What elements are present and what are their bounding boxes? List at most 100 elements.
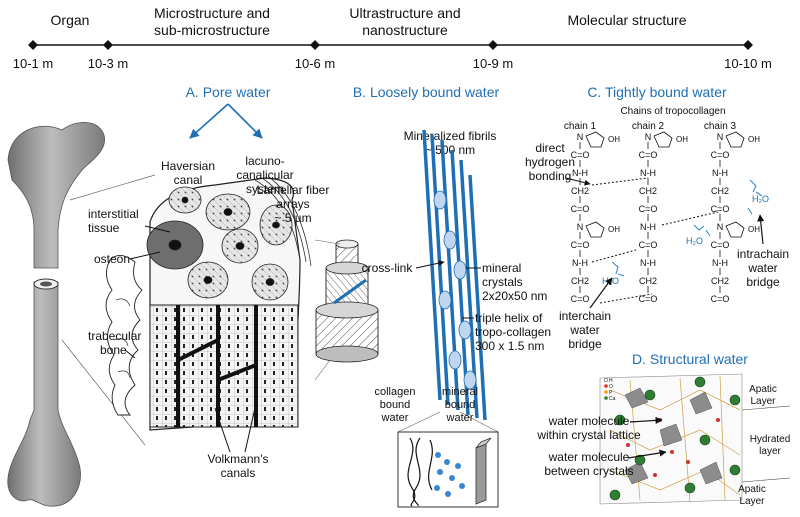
chem-group: N: [717, 132, 724, 142]
section-a-title: A. Pore water: [186, 84, 271, 100]
tick-2: 10-3 m: [88, 56, 128, 71]
label-haversian-2: canal: [174, 173, 203, 187]
label-collagen-bound-1: collagen: [375, 386, 416, 398]
hydroxyl-group: OH: [748, 225, 760, 234]
label-lamellar-3: ~ 5 µm: [274, 211, 311, 225]
label-chains-title: Chains of tropocollagen: [620, 106, 725, 117]
chem-group: C=O: [711, 204, 730, 214]
level-ultra-line1: Ultrastructure and: [349, 5, 460, 21]
label-hydrated-2: layer: [759, 446, 781, 457]
chem-group: C=O: [639, 204, 658, 214]
label-mineral-crystals-2: crystals: [482, 275, 523, 289]
label-triple-helix-2: tropo-collagen: [475, 325, 551, 339]
tick-5: 10-10 m: [724, 56, 772, 71]
proline-ring: [653, 131, 673, 148]
lamellar-cylinder: Lamellar fiber arrays ~ 5 µm: [257, 183, 379, 381]
section-b-loosely-bound-water: B. Loosely bound water Mineralized fibri…: [353, 84, 551, 508]
label-interchain-2: water: [569, 323, 599, 337]
chem-group: C=O: [571, 294, 590, 304]
chem-group: C=O: [571, 150, 590, 160]
scale-node-4: [488, 40, 498, 50]
label-lattice-1: water molecule: [548, 414, 630, 428]
section-c-tightly-bound-water: C. Tightly bound water Chains of tropoco…: [525, 84, 789, 351]
tick-4: 10-9 m: [473, 56, 513, 71]
label-hydrated-1: Hydrated: [750, 434, 791, 445]
chem-group: C=O: [639, 294, 658, 304]
chem-group: N: [577, 132, 584, 142]
legend-o: O: [609, 384, 613, 390]
level-molecular: Molecular structure: [567, 12, 686, 28]
chem-group: N-H: [572, 168, 588, 178]
chem-group: C=O: [711, 150, 730, 160]
label-trabecular-2: bone: [100, 343, 127, 357]
chem-group: CH2: [571, 276, 589, 286]
proline-ring: [585, 131, 605, 148]
chem-group: N: [717, 222, 724, 232]
water-h2o-2: H₂O: [686, 236, 703, 246]
proline-ring: [725, 131, 745, 148]
label-mineral-bound-1: mineral: [442, 386, 478, 398]
label-lamellar-1: Lamellar fiber: [257, 183, 330, 197]
chem-group: C=O: [711, 294, 730, 304]
label-apatic-bottom-2: Layer: [739, 496, 765, 507]
water-h2o-1: H₂O: [752, 194, 769, 204]
chem-group: C=O: [711, 240, 730, 250]
tick-3: 10-6 m: [295, 56, 335, 71]
label-trabecular-1: trabecular: [88, 329, 141, 343]
label-between-1: water molecule: [548, 450, 630, 464]
label-chain-3: chain 3: [704, 121, 737, 132]
femur-illustration: [7, 121, 156, 507]
section-c-title: C. Tightly bound water: [587, 84, 727, 100]
section-d-structural-water: D. Structural water H O P: [536, 351, 790, 507]
hydroxyl-group: OH: [748, 135, 760, 144]
label-fibrils-1: Mineralized fibrils: [404, 129, 497, 143]
hydroxyl-group: OH: [608, 135, 620, 144]
section-b-title: B. Loosely bound water: [353, 84, 500, 100]
label-crosslink: cross-link: [362, 261, 414, 275]
chem-group: N-H: [640, 258, 656, 268]
label-osteon: osteon: [94, 252, 130, 266]
label-triple-helix-1: triple helix of: [475, 311, 543, 325]
label-apatic-bottom-1: Apatic: [738, 484, 766, 495]
label-interchain-3: bridge: [568, 337, 602, 351]
section-d-title: D. Structural water: [632, 351, 748, 367]
label-chain-2: chain 2: [632, 121, 665, 132]
label-lacuno-3: system: [246, 182, 284, 196]
chem-group: N-H: [640, 222, 656, 232]
scale-bar: Organ Microstructure and sub-microstruct…: [13, 5, 772, 71]
chem-group: CH2: [639, 276, 657, 286]
chem-group: CH2: [711, 276, 729, 286]
label-direct-2: hydrogen: [525, 155, 575, 169]
label-lacuno-1: lacuno-: [245, 154, 284, 168]
label-apatic-top-1: Apatic: [749, 384, 777, 395]
label-lamellar-2: arrays: [276, 197, 309, 211]
level-organ: Organ: [51, 12, 90, 28]
level-ultra-line2: nanostructure: [362, 22, 448, 38]
chem-group: N-H: [712, 258, 728, 268]
section-a-pore-water: A. Pore water: [88, 84, 312, 480]
chem-group: N-H: [572, 258, 588, 268]
scale-node-3: [310, 40, 320, 50]
label-lacuno-2: canalicular: [236, 168, 293, 182]
chem-group: N: [577, 222, 584, 232]
scale-node-5: [743, 40, 753, 50]
label-apatic-top-2: Layer: [750, 396, 776, 407]
label-intrachain-2: water: [747, 261, 777, 275]
chem-group: C=O: [639, 240, 658, 250]
label-interstitial-2: tissue: [88, 221, 120, 235]
level-micro-line2: sub-microstructure: [154, 22, 270, 38]
label-triple-helix-3: 300 x 1.5 nm: [475, 339, 544, 353]
chem-group: C=O: [639, 150, 658, 160]
label-volkmann-1: Volkmann's: [208, 452, 269, 466]
chem-group: CH2: [711, 186, 729, 196]
chem-group: N-H: [712, 168, 728, 178]
legend-p: P: [609, 390, 613, 396]
label-mineral-crystals-3: 2x20x50 nm: [482, 289, 547, 303]
chem-group: C=O: [571, 240, 590, 250]
legend-h: H: [609, 378, 613, 384]
scale-node-2: [103, 40, 113, 50]
label-mineral-bound-3: water: [446, 412, 474, 424]
proline-ring: [585, 221, 605, 238]
